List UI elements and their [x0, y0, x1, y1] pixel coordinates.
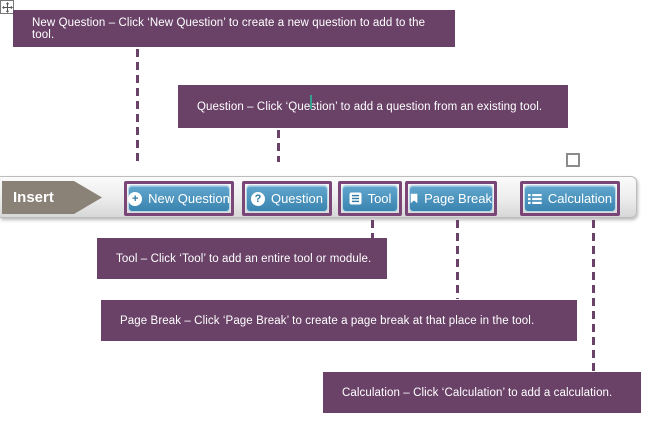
calculation-button[interactable]: Calculation [524, 185, 616, 212]
page-break-button[interactable]: Page Break [409, 185, 493, 212]
page-break-button-label: Page Break [424, 191, 492, 206]
tool-button[interactable]: Tool [342, 185, 398, 212]
callout-question: Question – Click ‘Question’ to add a que… [178, 85, 568, 128]
question-button[interactable]: ? Question [246, 185, 328, 212]
annotation-outline-tool: Tool [338, 181, 402, 216]
move-handle[interactable] [0, 0, 14, 14]
connector-line-tool [371, 220, 374, 238]
insert-tab-label: Insert [13, 189, 54, 206]
question-button-label: Question [270, 191, 324, 206]
plus-circle-icon: + [128, 191, 143, 206]
connector-line-page-break [456, 220, 459, 299]
new-question-button[interactable]: + New Question [128, 185, 230, 212]
text-cursor [310, 95, 312, 109]
annotation-outline-question: ? Question [242, 181, 332, 216]
insert-toolbar: Insert + New Question ? Question [0, 176, 637, 218]
tool-document-icon [349, 192, 362, 205]
annotation-outline-new-question: + New Question [124, 181, 234, 216]
annotation-outline-calculation: Calculation [520, 181, 620, 216]
bookmark-icon [410, 193, 418, 204]
callout-calculation: Calculation – Click ‘Calculation’ to add… [323, 372, 641, 413]
connector-line-question [277, 130, 280, 162]
insert-tab-arrow: Insert [2, 181, 102, 214]
callout-tool-text: Tool – Click ‘Tool’ to add an entire too… [116, 252, 372, 265]
callout-page-break: Page Break – Click ‘Page Break’ to creat… [101, 300, 577, 341]
callout-new-question: New Question – Click ‘New Question’ to c… [13, 10, 455, 47]
move-icon [1, 1, 13, 13]
connector-line-calculation [592, 220, 595, 371]
calculation-list-icon [527, 193, 542, 204]
question-circle-icon: ? [250, 191, 265, 206]
new-question-button-label: New Question [148, 191, 230, 206]
empty-marker-box [566, 153, 580, 167]
annotation-outline-page-break: Page Break [405, 181, 497, 216]
callout-page-break-text: Page Break – Click ‘Page Break’ to creat… [120, 314, 535, 327]
callout-tool: Tool – Click ‘Tool’ to add an entire too… [97, 238, 387, 279]
calculation-button-label: Calculation [547, 191, 613, 206]
callout-calculation-text: Calculation – Click ‘Calculation’ to add… [342, 386, 613, 399]
connector-line-new-question [136, 49, 139, 162]
callout-question-text: Question – Click ‘Question’ to add a que… [197, 100, 543, 113]
tool-button-label: Tool [367, 191, 392, 206]
callout-new-question-text: New Question – Click ‘New Question’ to c… [32, 16, 426, 41]
